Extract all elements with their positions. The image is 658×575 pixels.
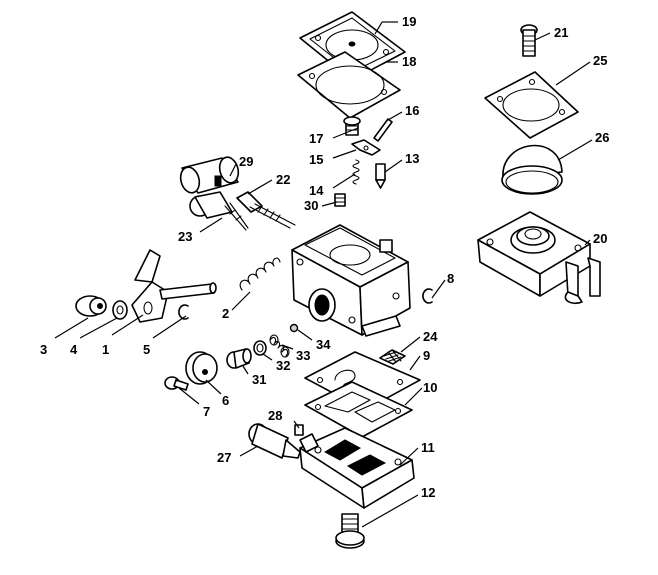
callout-23: 23 (178, 229, 192, 244)
part-3-knob (75, 295, 107, 317)
callout-15: 15 (309, 152, 323, 167)
part-1-throttle-shaft (131, 249, 217, 323)
carburetor-body (291, 224, 411, 337)
part-27-screw (248, 423, 301, 459)
callout-1: 1 (102, 342, 109, 357)
callout-32: 32 (276, 358, 290, 373)
part-10-gasket (304, 381, 413, 438)
callout-10: 10 (423, 380, 437, 395)
callout-16: 16 (405, 103, 419, 118)
part-21-screw (520, 24, 538, 57)
part-33-spring (269, 334, 290, 358)
part-32-o-ring (253, 340, 267, 356)
callout-30: 30 (304, 198, 318, 213)
part-2-spring (239, 257, 281, 291)
part-14-spring (352, 159, 360, 185)
callout-3: 3 (40, 342, 47, 357)
callout-14: 14 (309, 183, 324, 198)
callout-22: 22 (276, 172, 290, 187)
part-22-adjusting-screw (236, 191, 296, 229)
callout-33: 33 (296, 348, 310, 363)
part-25-gasket (484, 71, 579, 139)
callout-8: 8 (447, 271, 454, 286)
callout-9: 9 (423, 348, 430, 363)
callout-6: 6 (222, 393, 229, 408)
part-7-screw (164, 376, 189, 391)
callout-20: 20 (593, 231, 607, 246)
callout-25: 25 (593, 53, 607, 68)
part-15-lever (351, 139, 381, 156)
part-26-primer-bulb (501, 144, 563, 195)
callout-labels: 1 2 3 4 5 6 7 8 9 10 11 12 13 14 15 16 1… (40, 14, 609, 500)
callout-19: 19 (402, 14, 416, 29)
callout-2: 2 (222, 306, 229, 321)
callout-17: 17 (309, 131, 323, 146)
callout-12: 12 (421, 485, 435, 500)
callout-31: 31 (252, 372, 266, 387)
callout-18: 18 (402, 54, 416, 69)
callout-7: 7 (203, 404, 210, 419)
part-34-ball (289, 323, 299, 333)
part-16-pin (373, 118, 393, 142)
callout-4: 4 (70, 342, 78, 357)
part-30-plug (334, 193, 346, 207)
part-6-disc (185, 351, 218, 385)
part-18-gasket (297, 51, 401, 119)
callout-5: 5 (143, 342, 150, 357)
part-13-inlet-needle (375, 163, 386, 189)
callout-24: 24 (423, 329, 438, 344)
part-23-adjusting-screw (189, 191, 249, 231)
callout-29: 29 (239, 154, 253, 169)
callout-11: 11 (421, 440, 435, 455)
part-29-cap (179, 156, 240, 194)
callout-34: 34 (316, 337, 331, 352)
callout-28: 28 (268, 408, 282, 423)
callout-26: 26 (595, 130, 609, 145)
part-4-washer (112, 300, 128, 320)
leader-lines (54, 21, 593, 528)
part-20-primer-housing (477, 211, 601, 305)
part-24-screen (379, 349, 406, 365)
callout-13: 13 (405, 151, 419, 166)
callout-21: 21 (554, 25, 568, 40)
part-28-plug (294, 424, 304, 436)
part-8-clip (422, 288, 433, 304)
part-5-clip (178, 304, 189, 320)
part-31-jet (226, 348, 252, 369)
part-12-screw (335, 513, 365, 549)
callout-27: 27 (217, 450, 231, 465)
part-11-pump-cover (299, 427, 415, 509)
